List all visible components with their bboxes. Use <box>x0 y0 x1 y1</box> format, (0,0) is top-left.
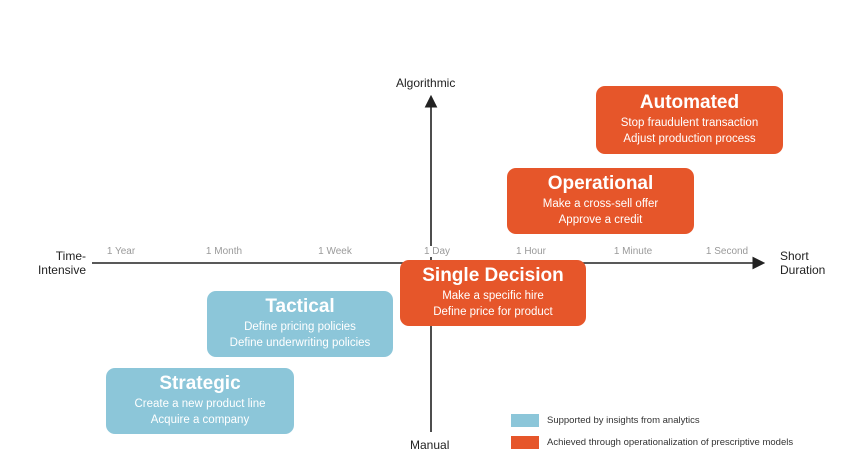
single-decision-line: Define price for product <box>433 306 553 319</box>
strategic-title: Strategic <box>159 372 241 394</box>
tactical-line: Define underwriting policies <box>229 337 371 350</box>
axis-label-right-line2: Duration <box>780 263 826 277</box>
automated-line: Adjust production process <box>623 133 756 146</box>
tick-label: 1 Hour <box>513 246 549 257</box>
axis-label-right: Short Duration <box>780 249 825 277</box>
tick-label: 1 Week <box>316 246 354 257</box>
legend-swatch-orange <box>511 436 539 449</box>
legend-item-prescriptive: Achieved through operationalization of p… <box>511 436 793 449</box>
single-decision-line: Make a specific hire <box>442 290 544 303</box>
automated-title: Automated <box>639 91 740 113</box>
tick-label: 1 Day <box>421 246 453 257</box>
operational-line: Approve a credit <box>558 214 643 227</box>
tactical-box: Tactical Define pricing policies Define … <box>207 291 393 357</box>
tactical-title: Tactical <box>265 295 335 317</box>
tactical-line: Define pricing policies <box>244 321 356 334</box>
axis-label-right-line1: Short <box>780 249 809 263</box>
operational-title: Operational <box>547 172 654 194</box>
tick-label: 1 Second <box>703 246 751 257</box>
automated-line: Stop fraudulent transaction <box>620 117 759 130</box>
legend-swatch-blue <box>511 414 539 427</box>
axis-label-left: Time- Intensive <box>30 249 86 277</box>
legend-label-analytics: Supported by insights from analytics <box>547 415 700 426</box>
axis-label-bottom: Manual <box>410 438 450 452</box>
automated-box: Automated Stop fraudulent transaction Ad… <box>596 86 783 154</box>
strategic-line: Create a new product line <box>134 398 266 411</box>
strategic-box: Strategic Create a new product line Acqu… <box>106 368 294 434</box>
tick-label: 1 Year <box>104 246 138 257</box>
single-decision-box: Single Decision Make a specific hire Def… <box>400 260 586 326</box>
single-decision-title: Single Decision <box>422 264 564 286</box>
tick-label: 1 Minute <box>611 246 655 257</box>
axis-label-left-line1: Time- <box>55 249 86 263</box>
legend-label-prescriptive: Achieved through operationalization of p… <box>547 437 794 448</box>
operational-box: Operational Make a cross-sell offer Appr… <box>507 168 694 234</box>
strategic-line: Acquire a company <box>150 414 250 427</box>
operational-line: Make a cross-sell offer <box>542 198 659 211</box>
axis-label-left-line2: Intensive <box>37 263 86 277</box>
tick-label: 1 Month <box>203 246 245 257</box>
axis-label-top: Algorithmic <box>396 76 456 90</box>
legend-item-analytics: Supported by insights from analytics <box>511 414 700 427</box>
